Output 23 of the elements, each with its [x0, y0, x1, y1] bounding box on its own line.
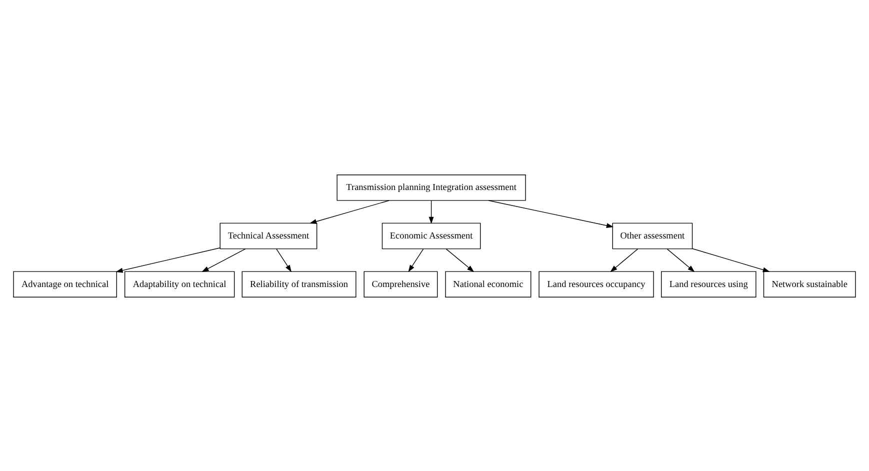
node-box: Adaptability on technical — [124, 270, 235, 297]
arrow — [408, 248, 424, 272]
node-box: Network sustainable — [763, 270, 856, 297]
arrow — [116, 247, 220, 272]
node-box: Reliability of transmission — [242, 270, 356, 297]
arrow — [488, 200, 614, 228]
node-box: Technical Assessment — [220, 222, 318, 249]
node-box: Advantage on technical — [13, 270, 117, 297]
arrow — [202, 248, 246, 272]
arrow — [276, 248, 292, 272]
node-box: Economic Assessment — [382, 222, 481, 249]
node-box: Land resources using — [661, 270, 756, 297]
node-box: Other assessment — [612, 222, 693, 249]
arrow — [309, 200, 390, 224]
node-box: National economic — [445, 270, 532, 297]
arrow — [610, 248, 638, 272]
node-box: Land resources occupancy — [538, 270, 654, 297]
arrow — [446, 248, 474, 272]
arrow — [692, 248, 770, 272]
arrow — [428, 200, 434, 224]
node-box: Comprehensive — [364, 270, 438, 297]
node-box: Transmission planning Integration assessment — [336, 174, 526, 200]
arrow — [666, 248, 695, 272]
